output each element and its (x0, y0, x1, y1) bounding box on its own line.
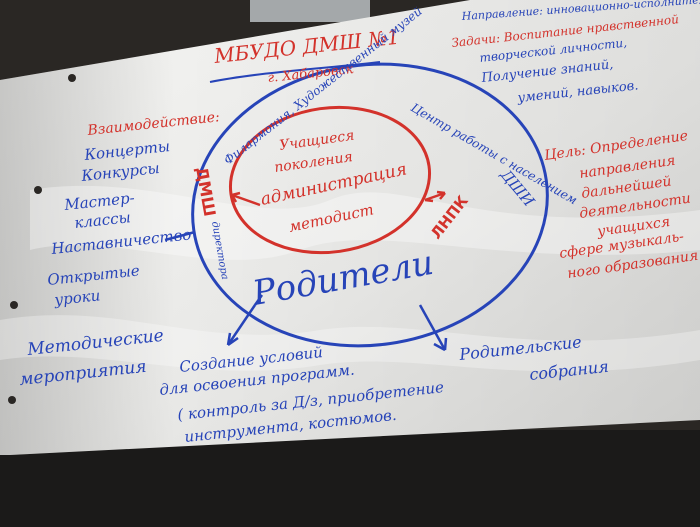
binder-holes (8, 74, 76, 404)
inner-circle (228, 105, 432, 255)
arrows (164, 230, 448, 352)
list-item: уроки (53, 286, 102, 309)
outer-circle (191, 62, 549, 348)
list-item: классы (74, 208, 132, 232)
